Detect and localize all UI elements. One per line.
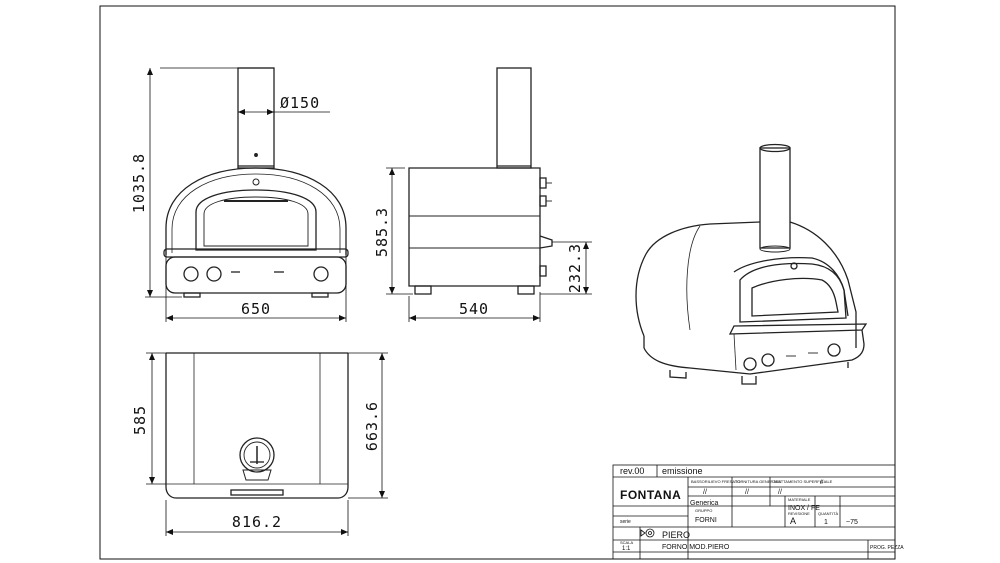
dim-top-depth: 585 — [131, 405, 149, 435]
title-block — [612, 464, 896, 560]
part-description: FORNO MOD.PIERO — [662, 544, 730, 551]
quantita-label: QUANTITÀ — [818, 511, 839, 516]
scala-value: 1:1 — [622, 546, 631, 552]
dim-top-depth-total: 663.6 — [363, 401, 381, 451]
gruppo-label: GRUPPO — [695, 508, 712, 513]
dim-side-lower-height: 232.3 — [566, 243, 584, 293]
revisione-value: A — [790, 516, 796, 526]
peso-value: ~75 — [846, 519, 858, 526]
scala-label: SCALA — [620, 540, 633, 545]
hdr-col1: BASSORILIEVO FRESATO — [691, 479, 740, 484]
dim-front-width: 650 — [241, 300, 271, 318]
part-name: PIERO — [662, 530, 690, 540]
sheet-border — [99, 5, 896, 560]
hdr-col3-val: // — [820, 480, 824, 486]
front-view — [163, 67, 349, 298]
dim-side-height: 585.3 — [373, 207, 391, 257]
brand-logo: FONTANA — [620, 488, 681, 502]
generica: Generica — [690, 500, 719, 507]
hdr-col2: TORNITURA GENERALE — [735, 479, 781, 484]
top-view — [165, 352, 349, 499]
gruppo-value: FORNI — [695, 517, 717, 524]
revisione-label: REVISIONE — [788, 511, 810, 516]
val-b: // — [745, 489, 749, 496]
rev-label: rev.00 — [620, 466, 644, 476]
dim-flue-diameter: Ø150 — [280, 94, 320, 112]
val-a: // — [703, 489, 707, 496]
val-c: // — [778, 489, 782, 496]
materiale-value: INOX / FE — [788, 505, 820, 512]
serie-label: serie — [620, 519, 631, 525]
quantita-value: 1 — [824, 519, 828, 526]
prog-label: PROG. PEZZA — [870, 545, 904, 551]
materiale-label: MATERIALE — [788, 497, 811, 502]
rev-desc: emissione — [662, 466, 703, 476]
isometric-view — [635, 143, 868, 385]
side-view — [408, 67, 553, 295]
dim-top-width: 816.2 — [232, 513, 282, 531]
hdr-col3: TRATTAMENTO SUPERFICIALE — [773, 479, 833, 484]
dim-side-depth: 540 — [459, 300, 489, 318]
dim-front-height: 1035.8 — [130, 153, 148, 213]
